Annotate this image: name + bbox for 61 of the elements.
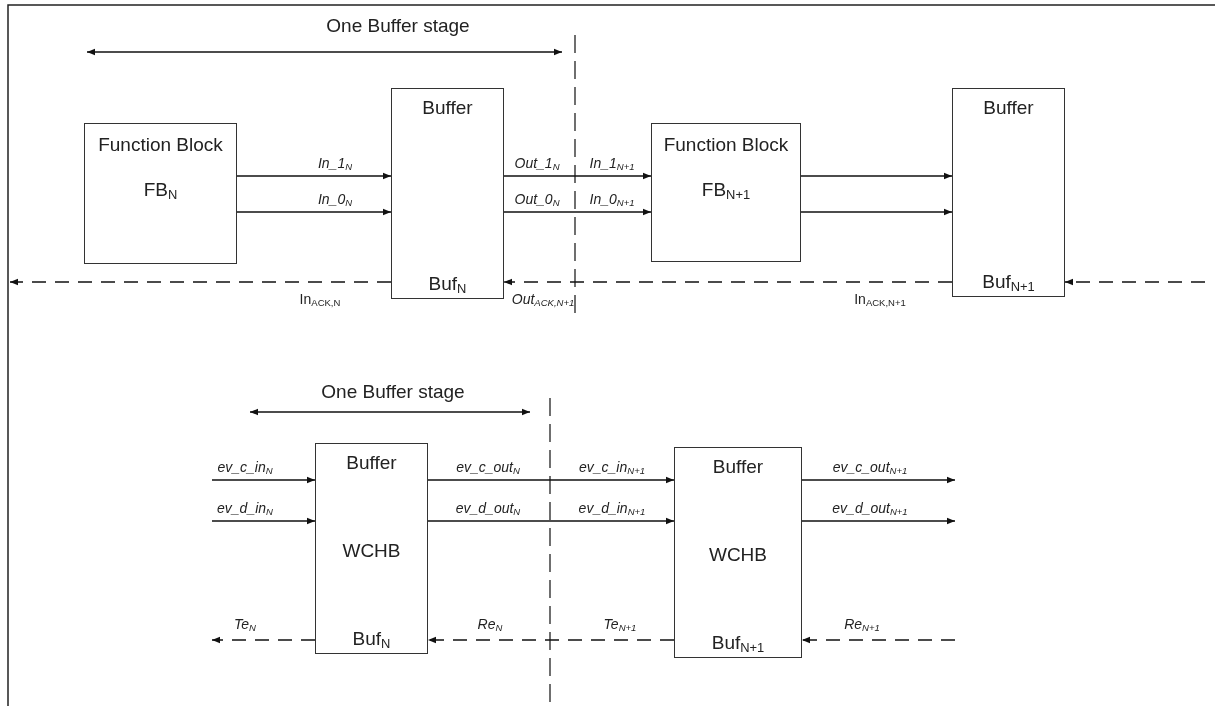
- function-block-box: [651, 123, 801, 262]
- arrow: [211, 517, 316, 525]
- signal-label: Te$_{N+1}$: [603, 617, 637, 631]
- signal-label: Out_1$_{N}$: [514, 156, 560, 170]
- arrow: [211, 476, 316, 484]
- dashed-arrow: [1064, 278, 1206, 286]
- arrow: [236, 208, 392, 216]
- dashed-arrow: [9, 278, 392, 286]
- box-text: WCHB: [708, 544, 768, 567]
- buffer-box: [952, 88, 1065, 297]
- signal-label: ev_c_out$_{N+1}$: [832, 460, 908, 474]
- dashed-arrow: [801, 636, 956, 644]
- box-text: Buffer: [983, 97, 1034, 120]
- dashed-arrow: [427, 636, 675, 644]
- signal-label: Re$_{N+1}$: [844, 617, 880, 631]
- arrow: [503, 208, 652, 216]
- buffer-box: [391, 88, 504, 299]
- signal-label: ev_d_in$_{N}$: [217, 501, 273, 515]
- arrow: [800, 208, 953, 216]
- box-text: Buffer: [712, 456, 764, 479]
- box-text: FB$_{N}$: [143, 178, 178, 202]
- signal-label: Out_0$_{N}$: [514, 192, 560, 206]
- buffer-box: [674, 447, 802, 658]
- signal-label: ev_c_in$_{N+1}$: [579, 460, 645, 474]
- box-text: FB$_{N+1}$: [701, 178, 751, 202]
- arrow: [427, 476, 675, 484]
- signal-label: ev_d_out$_{N+1}$: [832, 501, 908, 515]
- signal-label: In$_{ACK,N}$: [299, 292, 341, 306]
- arrow: [503, 172, 652, 180]
- box-text: Function Block: [663, 134, 789, 157]
- box-text: Buf$_{N+1}$: [982, 271, 1035, 294]
- signal-label: In_1$_{N+1}$: [589, 156, 635, 170]
- signal-label: ev_c_in$_{N}$: [217, 460, 273, 474]
- stage-label: One Buffer stage: [326, 16, 470, 35]
- signal-label: ev_d_out$_{N}$: [455, 501, 521, 515]
- box-text: WCHB: [342, 540, 401, 563]
- signal-label: In_1$_{N}$: [317, 156, 353, 170]
- box-text: Buffer: [422, 97, 473, 120]
- signal-label: ev_c_out$_{N}$: [456, 460, 520, 474]
- arrow: [801, 476, 956, 484]
- box-text: Buf$_{N}$: [352, 628, 391, 651]
- signal-label: In$_{ACK,N+1}$: [854, 292, 906, 306]
- arrow: [800, 172, 953, 180]
- arrow: [427, 517, 675, 525]
- signal-label: ev_d_in$_{N+1}$: [578, 501, 646, 515]
- box-text: Buf$_{N}$: [428, 273, 467, 296]
- buffer-box: [315, 443, 428, 654]
- box-text: Function Block: [98, 134, 223, 157]
- dashed-arrow: [503, 278, 953, 286]
- function-block-box: [84, 123, 237, 264]
- signal-label: Re$_{N}$: [477, 617, 503, 631]
- box-text: Buf$_{N+1}$: [711, 632, 765, 655]
- box-text: Buffer: [346, 452, 397, 475]
- signal-label: Te$_{N}$: [234, 617, 256, 631]
- stage-label: One Buffer stage: [321, 382, 465, 401]
- signal-label: In_0$_{N+1}$: [589, 192, 635, 206]
- arrow: [801, 517, 956, 525]
- arrow: [236, 172, 392, 180]
- dashed-arrow: [211, 636, 316, 644]
- signal-label: Out$_{ACK,N+1}$: [511, 292, 575, 306]
- signal-label: In_0$_{N}$: [317, 192, 353, 206]
